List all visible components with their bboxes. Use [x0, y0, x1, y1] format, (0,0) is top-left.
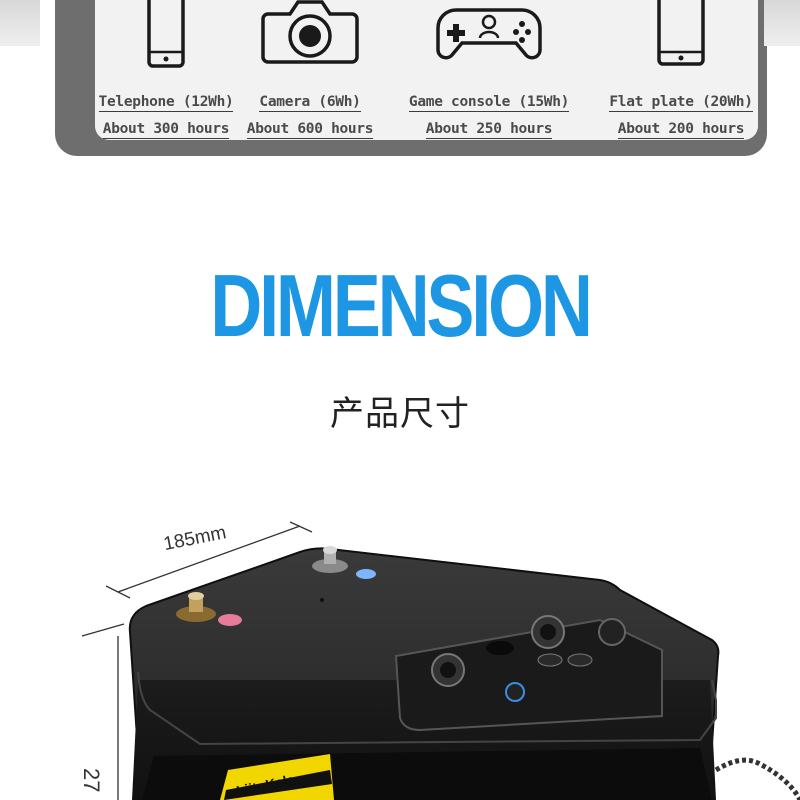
panel-shelf-right	[764, 0, 800, 46]
device-hours: About 300 hours	[102, 121, 230, 139]
camera-icon	[261, 0, 359, 64]
device-name: Telephone (12Wh)	[98, 94, 234, 112]
section-subtitle: 产品尺寸	[330, 394, 470, 434]
tablet-icon	[657, 0, 705, 66]
device-name: Camera (6Wh)	[259, 94, 361, 112]
positive-terminal	[176, 592, 242, 626]
battery-product-image	[81, 521, 800, 800]
device-usage-panel-inner	[95, 0, 758, 140]
panel-shelf-left	[0, 0, 40, 46]
device-hours: About 200 hours	[617, 121, 745, 139]
phone-icon	[147, 0, 185, 68]
height-label: 27	[79, 768, 104, 793]
width-dimension-line	[105, 521, 313, 599]
device-hours: About 250 hours	[425, 121, 553, 139]
device-name: Game console (15Wh)	[408, 94, 570, 112]
control-panel	[394, 615, 663, 732]
section-title: DIMENSION	[210, 256, 593, 355]
gamepad-icon	[436, 8, 542, 60]
device-hours: About 600 hours	[246, 121, 374, 139]
device-name: Flat plate (20Wh)	[609, 94, 753, 112]
height-dimension-line	[81, 623, 125, 800]
device-usage-panel	[55, 0, 767, 156]
negative-terminal	[312, 546, 376, 579]
